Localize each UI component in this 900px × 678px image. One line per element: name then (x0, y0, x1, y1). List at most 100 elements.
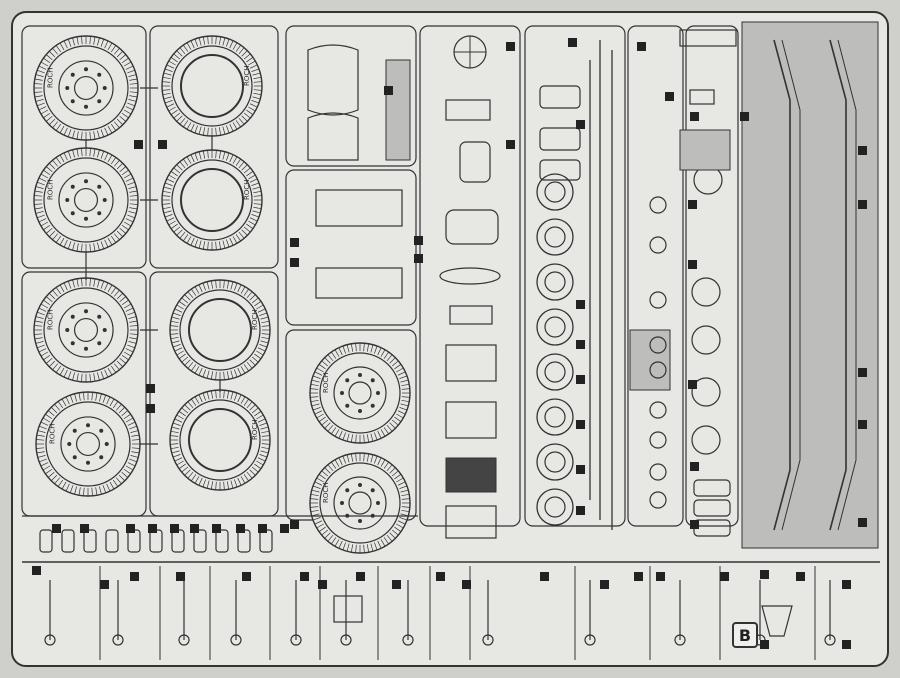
tread-tick (47, 472, 55, 478)
lug-nut (97, 314, 102, 319)
tread-tick (104, 239, 109, 248)
lug-nut (340, 501, 344, 505)
dash-part (445, 99, 491, 121)
tread-tick (48, 230, 56, 238)
lug-nut (97, 341, 102, 346)
tread-tick (261, 443, 270, 445)
tread-tick (187, 471, 194, 479)
tread-tick (253, 89, 262, 91)
sprue-panel (685, 25, 739, 527)
tread-tick (251, 182, 260, 186)
tread-tick (131, 447, 140, 449)
tread-tick (97, 372, 100, 381)
tread-tick (399, 485, 408, 489)
tread-tick (65, 483, 70, 492)
part-number-tag (858, 368, 867, 377)
tread-tick (81, 36, 83, 45)
tread-tick (252, 186, 261, 190)
tread-tick (191, 398, 197, 406)
tread-tick (324, 422, 331, 429)
part-number-tag (576, 420, 585, 429)
tread-tick (69, 485, 74, 493)
tread-tick (222, 151, 226, 160)
lug-nut (345, 378, 350, 383)
tread-tick (401, 399, 410, 403)
tread-tick (312, 375, 321, 379)
part-number-tag (740, 112, 749, 121)
tread-tick (100, 371, 105, 379)
tread-tick (107, 42, 113, 51)
lug-nut (358, 519, 362, 523)
tread-tick (235, 44, 241, 52)
tread-tick (168, 174, 176, 180)
tread-tick (47, 410, 55, 416)
tread-tick (257, 347, 266, 352)
tread-tick (346, 543, 350, 552)
hub (348, 381, 372, 405)
tread-tick (59, 42, 65, 51)
tread-tick (370, 344, 374, 353)
tread-tick (355, 434, 357, 443)
tread-tick (43, 224, 51, 231)
tyre-inner (319, 462, 401, 544)
tread-tick (170, 430, 179, 434)
tread-tick (43, 354, 51, 361)
tread-tick (401, 498, 410, 500)
tread-tick (181, 407, 189, 414)
tread-tick (43, 169, 51, 176)
small-part (39, 529, 53, 553)
part-number-tag (858, 518, 867, 527)
tread-tick (215, 127, 217, 136)
tread-tick (310, 509, 319, 513)
part-number-tag (32, 566, 41, 575)
part-number-tag (690, 462, 699, 471)
tread-tick (176, 414, 184, 420)
tread-tick (166, 103, 175, 108)
tread-tick (170, 446, 179, 450)
tread-tick (355, 453, 357, 462)
tread-tick (183, 44, 189, 52)
engine-block (445, 344, 497, 382)
tread-tick (400, 379, 409, 383)
tread-tick (232, 236, 238, 244)
sprue-panel (149, 25, 279, 269)
tread-tick (109, 481, 115, 490)
tread-tick (314, 481, 323, 486)
brand-text: ROCH (47, 179, 55, 200)
tread-tick (172, 312, 181, 316)
tread-tick (248, 60, 256, 66)
tread-tick (63, 127, 68, 136)
rim (58, 302, 114, 358)
tread-tick (312, 407, 321, 411)
tread-tick (312, 485, 321, 489)
tread-tick (191, 288, 197, 296)
tread-tick (121, 169, 129, 176)
tread-tick (39, 425, 47, 430)
tread-tick (127, 102, 135, 107)
tread-tick (173, 167, 181, 174)
tread-tick (104, 40, 109, 49)
tread-tick (34, 337, 43, 340)
tread-tick (190, 237, 195, 246)
tread-tick (235, 120, 241, 128)
tread-tick (321, 529, 329, 536)
lug-nut (84, 346, 88, 351)
tread-tick (93, 36, 96, 45)
part-number-tag (176, 572, 185, 581)
tread-tick (321, 419, 329, 426)
tread-tick (37, 455, 46, 458)
tread-tick (35, 99, 44, 102)
part-number-tag (170, 524, 179, 533)
tread-tick (391, 360, 399, 367)
tread-tick (318, 474, 326, 480)
tread-tick (260, 316, 269, 320)
tread-tick (223, 390, 225, 399)
tread-tick (318, 416, 326, 422)
tread-tick (179, 161, 186, 169)
tread-tick (35, 316, 44, 319)
tread-tick (45, 54, 53, 60)
tread-tick (230, 391, 234, 400)
part-number-tag (665, 92, 674, 101)
tread-tick (38, 348, 47, 353)
tread-tick (34, 333, 43, 335)
